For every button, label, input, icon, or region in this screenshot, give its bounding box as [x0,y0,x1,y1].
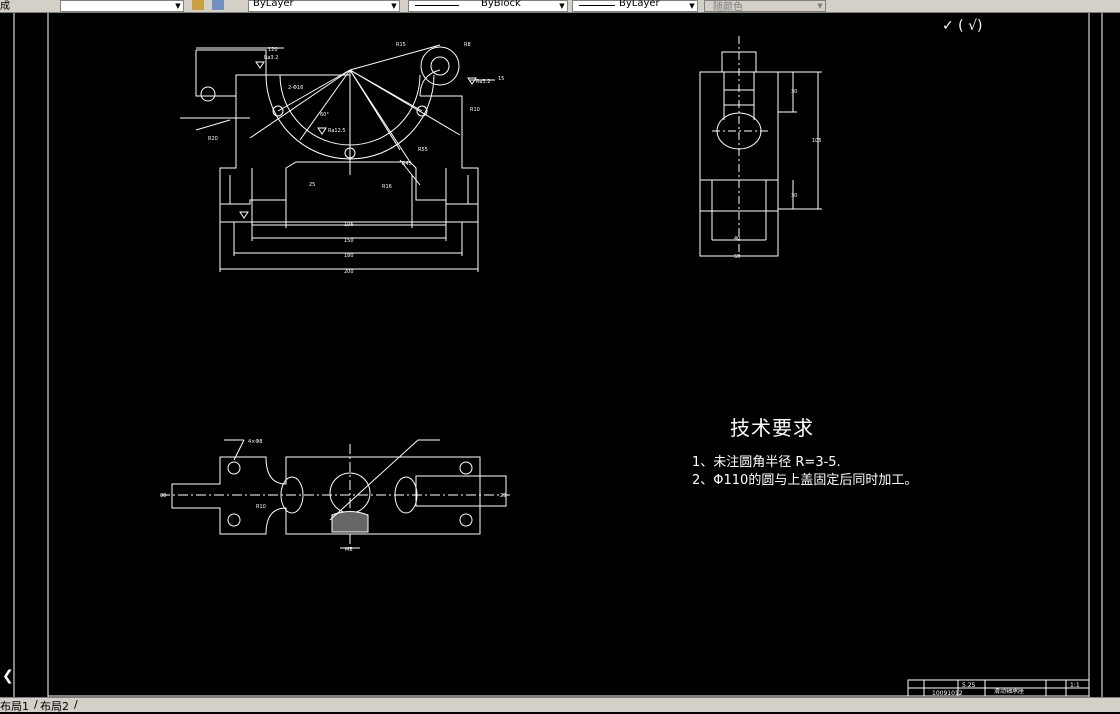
roughness-symbol: ✓ ( √) [942,18,982,34]
dim-label: M8 [345,547,353,553]
dim-label: R20 [208,136,218,142]
linetype-preview [415,5,459,6]
dim-label: 150 [344,238,354,244]
dim-label: 40 [734,236,740,242]
dim-label: R15 [396,42,406,48]
dim-label: 120 [268,47,278,53]
linetype-combo-value: ByBlock [481,0,521,9]
dim-label: R45 [402,161,412,167]
chevron-down-icon: ▼ [689,2,695,10]
dim-label: 200 [344,269,354,275]
dim-label: Ra3.2 [264,55,278,61]
toolbar-partial-label: 成 [0,1,10,12]
tab-layout2[interactable]: 布局2 [40,700,69,713]
lineweight-combo[interactable]: ByLayer ▼ [572,0,698,12]
color-combo[interactable]: 随颜色 ▼ [704,0,826,12]
chevron-left-icon[interactable]: ❮ [2,668,14,684]
chevron-down-icon: ▼ [391,2,397,10]
title-block-drawing-no: 10091012 [932,690,963,697]
layer-manager-icon[interactable] [212,0,224,10]
lineweight-preview [579,5,615,6]
tech-requirement-1: 1、未注圆角半径 R=3-5. [692,455,841,470]
tab-divider: / [34,698,38,711]
dim-label: 25 [500,493,506,499]
dim-label: R8 [464,42,471,48]
dim-label: 30 [791,89,797,95]
dim-label: R55 [418,147,428,153]
dim-label: 4×Φ8 [248,439,263,445]
dim-label: R10 [470,107,480,113]
chevron-down-icon: ▼ [175,2,181,10]
tab-layout1[interactable]: 布局1 [0,700,29,713]
chevron-down-icon: ▼ [817,2,823,10]
dim-label: 2-Φ16 [288,85,303,91]
chevron-down-icon: ▼ [559,2,565,10]
layer-combo[interactable]: ByLayer ▼ [248,0,400,12]
title-block-scale: 1:1 [1070,682,1080,689]
title-block-part-name: 滑动轴承座 [994,687,1024,695]
color-combo-value: 随颜色 [713,2,743,13]
cad-drawing: 120 Ra3.2 R15 R8 Ra3.2 15 R10 R20 R55 R4… [13,13,1103,697]
dim-label: 105 [812,138,822,144]
dim-label: 30 [791,193,797,199]
dim-label: Ra12.5 [328,128,346,134]
linetype-combo[interactable]: ByBlock ▼ [408,0,568,12]
layout-tab-bar: 布局1 / 布局2 / [0,697,1120,713]
tech-requirements-title: 技术要求 [730,416,814,440]
layer-combo-value: ByLayer [253,0,294,9]
dim-label: 180 [344,253,354,259]
dim-label: 15 [498,76,504,82]
dim-label: R10 [256,504,266,510]
dim-label: 25 [309,182,315,188]
dim-label: Ra3.2 [476,79,490,85]
top-view [160,439,510,549]
dim-label: 30 [160,493,166,499]
dim-label: 106 [344,222,354,228]
title-block [907,679,1090,697]
layer-state-icon[interactable] [192,0,204,10]
side-view [699,36,822,257]
drawing-canvas[interactable]: 120 Ra3.2 R15 R8 Ra3.2 15 R10 R20 R55 R4… [0,13,1120,697]
tab-divider: / [74,698,78,711]
properties-toolbar: 成 ▼ ByLayer ▼ ByBlock ▼ ByLayer ▼ 随颜色 ▼ [0,0,1120,13]
tech-requirement-2: 2、Φ110的圆与上盖固定后同时加工。 [692,473,918,488]
left-combo[interactable]: ▼ [60,0,184,12]
dim-label: R16 [382,184,392,190]
dim-label: 60° [320,112,329,118]
title-block-weight: 5.25 [962,682,976,689]
dim-label: 60 [734,254,740,260]
front-view [180,44,495,272]
lineweight-combo-value: ByLayer [619,0,660,9]
